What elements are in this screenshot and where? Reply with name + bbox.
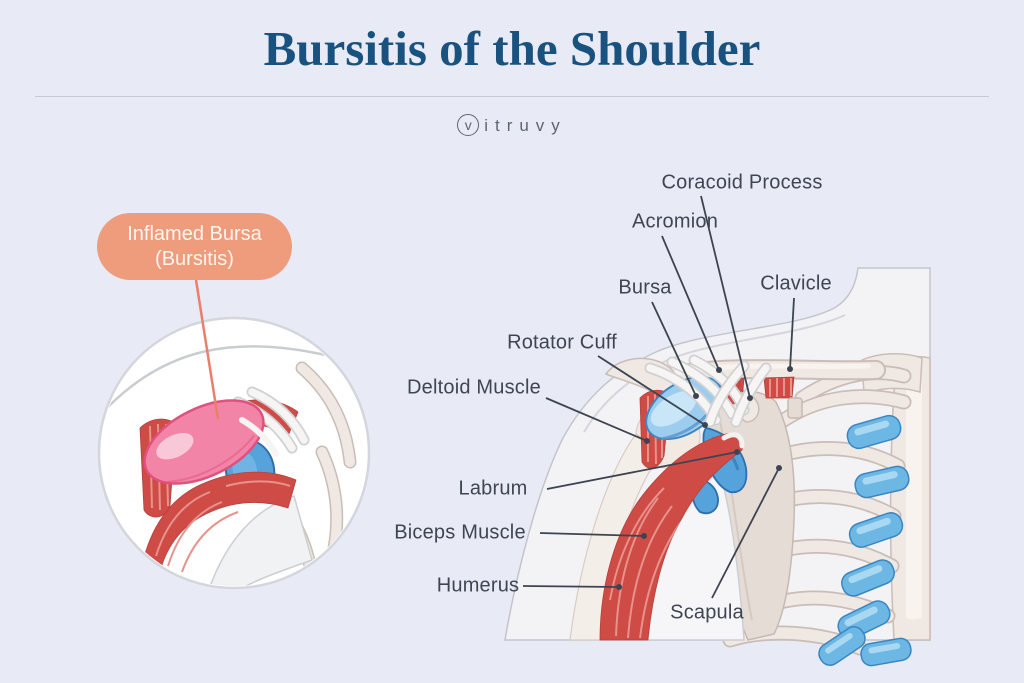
label-bursa: Bursa [618,276,672,299]
callout-pointer-line [194,279,220,420]
leader-rotator-cuff [597,355,706,426]
label-labrum: Labrum [458,477,528,500]
leader-coracoid [700,195,751,399]
label-acromion: Acromion [631,210,719,233]
leader-acromion [661,235,720,371]
costal-cartilage [818,414,912,667]
label-deltoid-muscle: Deltoid Muscle [407,376,541,399]
biceps-muscle-shape [599,432,745,641]
leader-clavicle [789,297,795,370]
page-title: Bursitis of the Shoulder [263,21,761,76]
leader-biceps [539,532,645,537]
brand-logo: v itruvy [0,114,1024,136]
inflamed-bursa-callout: Inflamed Bursa (Bursitis) [97,213,292,280]
leader-deltoid [545,397,648,442]
header-divider [35,96,989,97]
inset-zoom-circle [97,316,371,590]
brand-v-icon: v [457,114,480,136]
callout-line1: Inflamed Bursa [127,222,262,245]
inset-biceps [141,471,297,573]
inset-scapula-wedge [207,495,313,586]
label-humerus: Humerus [436,574,520,597]
main-shoulder-diagram [504,267,931,667]
label-biceps-muscle: Biceps Muscle [394,521,526,544]
brand-wordmark: itruvy [484,115,567,135]
label-coracoid-process: Coracoid Process [661,171,823,194]
callout-line2: (Bursitis) [155,247,234,270]
leader-bursa [651,301,697,397]
inflamed-bursa-shape [143,399,265,485]
label-scapula: Scapula [670,601,744,624]
leader-scapula [711,467,780,599]
rotator-cuff-tendons [644,354,772,428]
label-rotator-cuff: Rotator Cuff [507,331,617,354]
leader-lines [522,195,795,599]
leader-humerus [522,585,620,588]
leader-labrum [546,451,738,490]
label-clavicle: Clavicle [760,272,832,295]
